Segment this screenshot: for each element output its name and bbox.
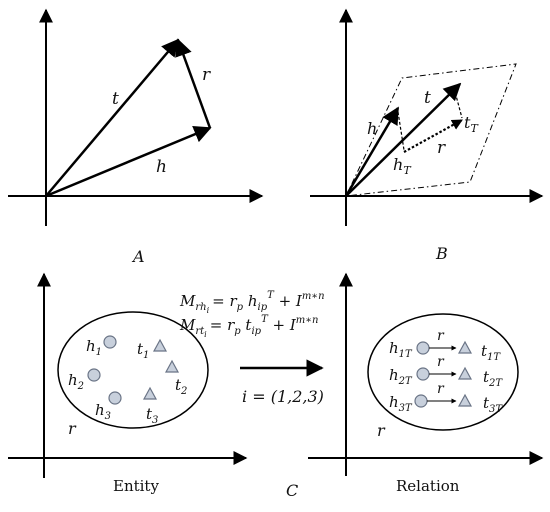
relation-t1T-label: t1T (481, 342, 501, 363)
panel-b-r-label: r (437, 138, 446, 158)
relation-ellipse (367, 313, 519, 431)
panel-a: t r h A (8, 8, 264, 266)
panel-a-h-vector (45, 125, 212, 198)
formula-m-rt: Mrti= rp tipT + Im∗n (179, 314, 319, 339)
entity-h2-label: h2 (68, 371, 84, 392)
relation-h3T-label: h3T (389, 393, 413, 414)
relation-r-label: r (377, 421, 386, 440)
panel-c-entity: h1 h2 h3 t1 t2 t3 r Entity (8, 272, 248, 495)
panel-c-caption: C (286, 481, 298, 500)
panel-a-t-vector (45, 38, 180, 197)
panel-b-projection-plane (345, 63, 517, 197)
entity-t2-node (164, 359, 180, 373)
entity-t3-node (142, 386, 158, 400)
relation-t2T-label: t2T (483, 368, 503, 389)
panel-a-caption: A (131, 247, 145, 266)
panel-b-h-vector (344, 106, 400, 197)
relation-r1-label: r (437, 328, 445, 344)
entity-r-label: r (68, 419, 77, 438)
panel-a-r-vector (175, 38, 212, 129)
entity-h1-node (103, 335, 117, 349)
panel-b-h-label: h (367, 119, 377, 138)
relation-h2T-node (416, 367, 430, 381)
panel-b-t-vector (345, 82, 462, 197)
relation-t3T-label: t3T (483, 394, 503, 415)
entity-t2-label: t2 (175, 376, 187, 397)
panel-b-tT-label: tT (464, 113, 479, 135)
panel-b-hT-label: hT (393, 155, 412, 177)
relation-r2-label: r (437, 354, 445, 370)
relation-h1T-label: h1T (389, 339, 413, 360)
panel-b: h t r hT tT B (310, 8, 544, 263)
panel-c-relation: h1T h2T h3T r r r t1T t2T t3T r Relation (308, 272, 544, 495)
panel-b-t-projection (453, 87, 463, 119)
entity-h2-node (87, 368, 101, 382)
entity-t1-label: t1 (137, 340, 149, 361)
panel-a-r-label: r (202, 65, 211, 85)
panel-a-h-label: h (156, 157, 167, 177)
relation-h2T-label: h2T (389, 366, 413, 387)
panel-b-h-projection (397, 111, 405, 151)
relation-h3T-node (414, 394, 428, 408)
entity-h3-node (108, 391, 122, 405)
entity-t3-label: t3 (146, 405, 158, 426)
entity-h3-label: h3 (95, 401, 111, 422)
panel-a-t-label: t (112, 89, 119, 109)
formula-m-rh: Mrhi= rp hipT + Im∗n (179, 290, 325, 315)
entity-h1-label: h1 (86, 337, 102, 358)
panel-c-formulas: Mrhi= rp hipT + Im∗n Mrti= rp tipT + Im∗… (179, 290, 325, 500)
entity-ellipse (57, 311, 209, 429)
relation-t3T-node (457, 393, 473, 407)
entity-caption: Entity (113, 477, 159, 495)
relation-caption: Relation (396, 477, 460, 495)
relation-t2T-node (457, 366, 473, 380)
entity-t1-node (152, 338, 168, 352)
index-label: i = (1,2,3) (242, 387, 324, 406)
panel-b-caption: B (435, 244, 448, 263)
panel-b-t-label: t (424, 88, 431, 108)
relation-h1T-node (416, 341, 430, 355)
panel-b-rT-vector (403, 119, 463, 153)
relation-t1T-node (457, 340, 473, 354)
relation-r3-label: r (437, 381, 445, 397)
